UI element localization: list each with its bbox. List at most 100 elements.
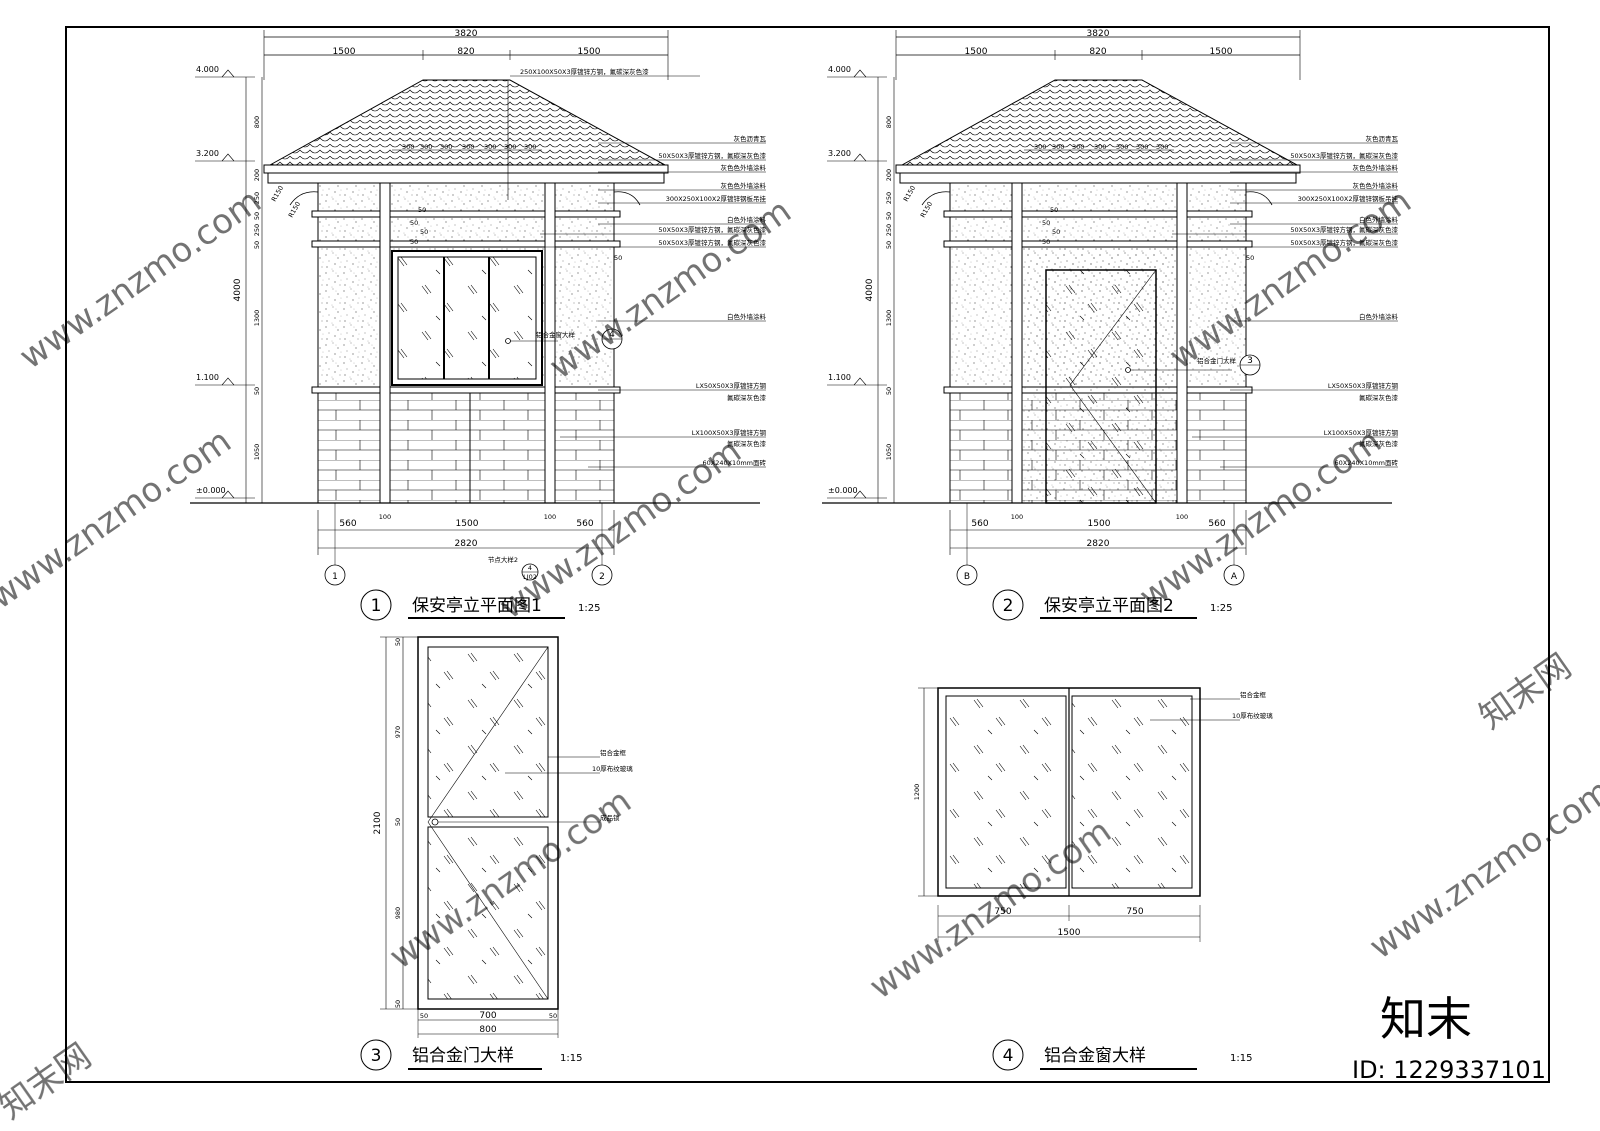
e2-roof-shingles [900, 79, 1298, 166]
svg-text:1200: 1200 [913, 784, 921, 801]
elevation-2: 3820 1500 820 1500 300 300 300 300 300 3… [822, 29, 1399, 621]
svg-text:50X50X3厚镀锌方钢，氟碳深灰色漆: 50X50X3厚镀锌方钢，氟碳深灰色漆 [1290, 238, 1398, 247]
e1-axis-2: 2 [599, 572, 605, 582]
svg-text:800: 800 [885, 116, 893, 128]
svg-text:300: 300 [1136, 143, 1148, 151]
svg-text:白色外墙涂料: 白色外墙涂料 [727, 215, 767, 224]
svg-text:R150: R150 [919, 200, 934, 219]
svg-text:铝合金门大样: 铝合金门大样 [1197, 356, 1237, 365]
svg-text:50: 50 [885, 212, 893, 220]
svg-text:4000: 4000 [865, 278, 875, 301]
svg-text:1500: 1500 [1058, 928, 1081, 938]
svg-text:300X250X100X2厚镀锌钢板吊挂: 300X250X100X2厚镀锌钢板吊挂 [1298, 194, 1399, 203]
svg-text:300: 300 [440, 143, 452, 151]
svg-text:50: 50 [253, 212, 261, 220]
watermark-id: ID: 1229337101 [1352, 1056, 1546, 1084]
svg-text:50: 50 [885, 241, 893, 249]
svg-text:1500: 1500 [1210, 47, 1233, 57]
watermark-layer: www.znzmo.com www.znzmo.com www.znzmo.co… [0, 181, 1600, 1127]
svg-text:灰色色外墙涂料: 灰色色外墙涂料 [1353, 181, 1399, 190]
window-title: 铝合金窗大样 [1044, 1046, 1146, 1066]
svg-text:50: 50 [394, 638, 402, 646]
svg-text:560: 560 [339, 519, 356, 529]
svg-text:200: 200 [885, 169, 893, 181]
svg-text:300: 300 [420, 143, 432, 151]
door-lock-icon [431, 818, 439, 826]
e2-title: 保安亭立平面图2 [1044, 596, 1174, 616]
svg-text:250X100X50X3厚镀锌方钢，氟碳深灰色漆: 250X100X50X3厚镀锌方钢，氟碳深灰色漆 [520, 67, 649, 76]
svg-text:氟碳深灰色漆: 氟碳深灰色漆 [1359, 393, 1399, 402]
e1-scale: 1:25 [578, 603, 600, 614]
door-title-bubble [360, 1039, 392, 1071]
svg-text:1300: 1300 [885, 310, 893, 327]
svg-text:300: 300 [1052, 143, 1064, 151]
svg-text:50: 50 [394, 818, 402, 826]
svg-text:铝合金框: 铝合金框 [1240, 690, 1267, 699]
svg-text:300: 300 [462, 143, 474, 151]
svg-text:50: 50 [1042, 219, 1050, 227]
svg-text:氟碳深灰色漆: 氟碳深灰色漆 [727, 439, 767, 448]
e2-door [1045, 269, 1157, 504]
e2-axis-a: A [1231, 572, 1238, 582]
e1-wall-brick [317, 392, 615, 504]
svg-text:100: 100 [379, 513, 391, 521]
svg-text:3: 3 [1247, 356, 1253, 366]
svg-text:50: 50 [1042, 238, 1050, 246]
e2-scale: 1:25 [1210, 603, 1232, 614]
svg-text:50: 50 [253, 241, 261, 249]
svg-text:1050: 1050 [885, 444, 893, 461]
svg-text:成品锁: 成品锁 [600, 813, 620, 822]
svg-text:700: 700 [479, 1011, 496, 1021]
svg-text:50: 50 [420, 1012, 428, 1020]
svg-text:铝合金窗大样: 铝合金窗大样 [536, 330, 576, 339]
svg-text:50X50X3厚镀锌方钢，氟碳深灰色漆: 50X50X3厚镀锌方钢，氟碳深灰色漆 [1290, 225, 1398, 234]
svg-text:2820: 2820 [1087, 539, 1110, 549]
svg-text:10厚布纹玻璃: 10厚布纹玻璃 [1232, 711, 1273, 720]
svg-text:4000: 4000 [233, 278, 243, 301]
svg-text:4: 4 [1003, 1046, 1014, 1066]
svg-text:灰色沥青瓦: 灰色沥青瓦 [734, 134, 767, 143]
e1-title: 保安亭立平面图1 [412, 596, 542, 616]
svg-text:www.znzmo.com: www.znzmo.com [0, 421, 239, 617]
svg-text:白色外墙涂料: 白色外墙涂料 [1359, 215, 1399, 224]
svg-text:LX50X50X3厚镀锌方钢: LX50X50X3厚镀锌方钢 [1328, 381, 1399, 390]
svg-text:白色外墙涂料: 白色外墙涂料 [1359, 312, 1399, 321]
svg-text:300: 300 [1116, 143, 1128, 151]
svg-text:LX100X50X3厚镀锌方钢: LX100X50X3厚镀锌方钢 [692, 428, 767, 437]
e1-title-bubble [360, 589, 392, 621]
e2-title-bubble [992, 589, 1024, 621]
svg-text:1: 1 [371, 596, 382, 616]
svg-text:3: 3 [371, 1046, 382, 1066]
svg-text:R150: R150 [902, 184, 917, 203]
svg-text:LJ02: LJ02 [523, 573, 537, 581]
e1-radius-2: R150 [287, 200, 302, 219]
svg-text:1300: 1300 [253, 310, 261, 327]
svg-text:100: 100 [1011, 513, 1023, 521]
svg-text:灰色沥青瓦: 灰色沥青瓦 [1366, 134, 1399, 143]
svg-text:250: 250 [885, 192, 893, 204]
svg-text:1.100: 1.100 [828, 373, 851, 382]
svg-text:970: 970 [394, 726, 402, 738]
svg-text:560: 560 [971, 519, 988, 529]
svg-text:3.200: 3.200 [196, 149, 219, 158]
svg-text:50X50X3厚镀锌方钢，氟碳深灰色漆: 50X50X3厚镀锌方钢，氟碳深灰色漆 [1290, 151, 1398, 160]
svg-text:50: 50 [1052, 228, 1060, 236]
door-title: 铝合金门大样 [412, 1046, 514, 1066]
svg-text:4.000: 4.000 [196, 65, 219, 74]
svg-text:灰色色外墙涂料: 灰色色外墙涂料 [721, 163, 767, 172]
svg-text:1.100: 1.100 [196, 373, 219, 382]
svg-text:4: 4 [609, 330, 615, 340]
svg-text:灰色色外墙涂料: 灰色色外墙涂料 [1353, 163, 1399, 172]
watermark-logo: 知末 [1380, 992, 1472, 1046]
svg-text:www.znzmo.com: www.znzmo.com [12, 181, 268, 377]
svg-text:100: 100 [544, 513, 556, 521]
svg-text:氟碳深灰色漆: 氟碳深灰色漆 [727, 393, 767, 402]
svg-text:2100: 2100 [373, 811, 383, 834]
svg-text:50: 50 [1050, 206, 1058, 214]
svg-text:300: 300 [1072, 143, 1084, 151]
svg-text:800: 800 [479, 1025, 496, 1035]
svg-text:750: 750 [1126, 907, 1143, 917]
svg-text:980: 980 [394, 907, 402, 919]
window-scale: 1:15 [1230, 1053, 1252, 1064]
svg-text:1050: 1050 [253, 444, 261, 461]
